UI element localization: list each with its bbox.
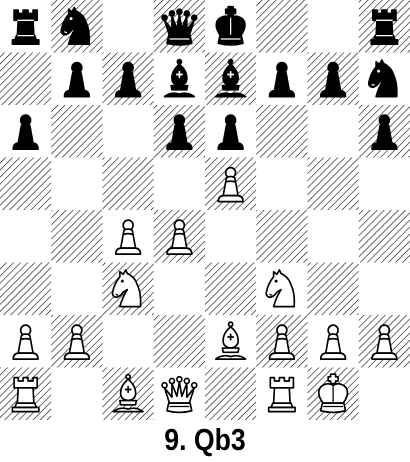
square-c2[interactable] [103, 315, 154, 368]
square-g5[interactable] [308, 158, 359, 211]
square-a5[interactable] [0, 158, 51, 211]
square-c8[interactable] [103, 0, 154, 53]
square-d5[interactable] [154, 158, 205, 211]
square-b6[interactable] [51, 105, 102, 158]
square-e4[interactable] [205, 210, 256, 263]
square-h4[interactable] [359, 210, 410, 263]
board-svg [0, 0, 410, 420]
square-c5[interactable] [103, 158, 154, 211]
square-e1[interactable] [205, 368, 256, 421]
square-a7[interactable] [0, 53, 51, 106]
square-f8[interactable] [256, 0, 307, 53]
square-d3[interactable] [154, 263, 205, 316]
move-caption: 9. Qb3 [29, 418, 382, 462]
square-c6[interactable] [103, 105, 154, 158]
square-b5[interactable] [51, 158, 102, 211]
square-g4[interactable] [308, 210, 359, 263]
square-g3[interactable] [308, 263, 359, 316]
chess-diagram [0, 0, 410, 420]
square-f5[interactable] [256, 158, 307, 211]
square-h3[interactable] [359, 263, 410, 316]
square-b1[interactable] [51, 368, 102, 421]
square-a3[interactable] [0, 263, 51, 316]
square-b4[interactable] [51, 210, 102, 263]
square-a4[interactable] [0, 210, 51, 263]
square-h5[interactable] [359, 158, 410, 211]
square-d2[interactable] [154, 315, 205, 368]
chess-board [0, 0, 410, 420]
square-f4[interactable] [256, 210, 307, 263]
square-f6[interactable] [256, 105, 307, 158]
square-e3[interactable] [205, 263, 256, 316]
square-g8[interactable] [308, 0, 359, 53]
square-h1[interactable] [359, 368, 410, 421]
square-g6[interactable] [308, 105, 359, 158]
square-b3[interactable] [51, 263, 102, 316]
